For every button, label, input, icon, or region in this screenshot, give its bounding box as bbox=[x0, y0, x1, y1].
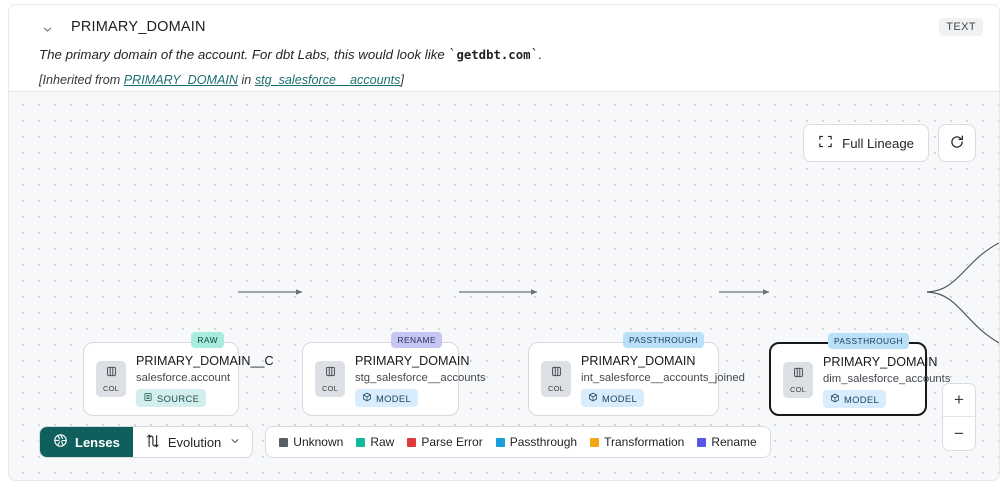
node-name: PRIMARY_DOMAIN__C bbox=[136, 354, 274, 368]
cube-icon bbox=[588, 392, 598, 404]
inherited-model-link[interactable]: stg_salesforce__accounts bbox=[254, 73, 401, 87]
legend-item: Unknown bbox=[279, 435, 343, 449]
node-name: PRIMARY_DOMAIN bbox=[581, 354, 696, 368]
node-subtitle: stg_salesforce__accounts bbox=[355, 372, 486, 384]
description-code: getdbt.com bbox=[456, 48, 531, 62]
chevron-down-icon bbox=[229, 435, 241, 450]
lineage-toolbar: Lenses Evolution bbox=[39, 426, 771, 458]
panel-header: PRIMARY_DOMAIN TEXT The primary domain o… bbox=[9, 5, 999, 92]
legend-swatch bbox=[495, 437, 505, 447]
legend-item: Raw bbox=[356, 435, 394, 449]
node-kind-badge: MODEL bbox=[823, 390, 887, 408]
node-name: PRIMARY_DOMAIN bbox=[355, 354, 470, 368]
legend-swatch bbox=[590, 437, 600, 447]
lineage-node[interactable]: RENAME COL PRIMARY_DOMAIN stg_salesforce… bbox=[302, 332, 486, 416]
node-subtitle: dim_salesforce_accounts bbox=[823, 373, 951, 385]
column-chip-label: COL bbox=[789, 385, 807, 394]
legend-label: Raw bbox=[370, 435, 395, 449]
legend-item: Passthrough bbox=[495, 435, 578, 449]
column-icon bbox=[792, 366, 805, 384]
column-chip: COL bbox=[96, 361, 126, 397]
lenses-button[interactable]: Lenses bbox=[40, 427, 133, 457]
backtick-open: ` bbox=[448, 48, 457, 63]
database-icon bbox=[143, 392, 153, 404]
column-chip: COL bbox=[783, 362, 813, 398]
evolution-label: Evolution bbox=[167, 434, 222, 450]
node-name: PRIMARY_DOMAIN bbox=[823, 355, 938, 369]
node-kind-badge: MODEL bbox=[581, 389, 645, 407]
lineage-legend: Unknown Raw Parse Error Passthrough Tran… bbox=[265, 426, 771, 458]
column-icon bbox=[324, 365, 337, 383]
legend-item: Parse Error bbox=[407, 435, 483, 449]
full-lineage-button[interactable]: Full Lineage bbox=[803, 124, 929, 162]
lens-evolution-segment: Lenses Evolution bbox=[39, 426, 254, 458]
node-kind-badge: MODEL bbox=[355, 389, 419, 407]
chevron-down-icon[interactable] bbox=[39, 21, 55, 37]
refresh-icon bbox=[949, 134, 965, 153]
legend-swatch bbox=[279, 437, 289, 447]
refresh-button[interactable] bbox=[938, 124, 976, 162]
lineage-canvas[interactable]: Full Lineage + − RAW COL PRIMARY_D bbox=[9, 92, 999, 480]
expand-corners-icon bbox=[818, 134, 833, 152]
aperture-icon bbox=[53, 433, 68, 451]
legend-label: Rename bbox=[711, 435, 757, 449]
description-suffix: . bbox=[538, 47, 543, 62]
node-tag-badge: RAW bbox=[191, 332, 224, 348]
inherited-middle: in bbox=[238, 73, 255, 87]
inherited-from-note: [Inherited from PRIMARY_DOMAIN in stg_sa… bbox=[39, 73, 404, 87]
header-divider bbox=[9, 91, 999, 92]
legend-label: Unknown bbox=[293, 435, 344, 449]
zoom-controls: + − bbox=[942, 383, 976, 451]
inherited-column-link[interactable]: PRIMARY_DOMAIN bbox=[123, 73, 238, 87]
column-chip-label: COL bbox=[102, 384, 120, 393]
lineage-node[interactable]: RAW COL PRIMARY_DOMAIN__C salesforce.acc… bbox=[83, 332, 274, 416]
lineage-node[interactable]: PASSTHROUGH COL PRIMARY_DOMAIN int_sales… bbox=[528, 332, 745, 416]
column-icon bbox=[105, 365, 118, 383]
column-chip: COL bbox=[315, 361, 345, 397]
node-subtitle: salesforce.account bbox=[136, 372, 231, 384]
inherited-prefix: [Inherited from bbox=[39, 73, 124, 87]
node-tag-badge: RENAME bbox=[391, 332, 442, 348]
column-detail-panel: PRIMARY_DOMAIN TEXT The primary domain o… bbox=[8, 4, 1000, 481]
evolution-icon bbox=[145, 433, 160, 452]
backtick-close: ` bbox=[530, 48, 539, 63]
node-kind-label: SOURCE bbox=[157, 392, 200, 404]
legend-item: Rename bbox=[697, 435, 757, 449]
legend-swatch bbox=[356, 437, 366, 447]
lineage-node[interactable]: PASSTHROUGH COL PRIMARY_DOMAIN dim_sales… bbox=[769, 333, 950, 416]
cube-icon bbox=[362, 392, 372, 404]
zoom-in-button[interactable]: + bbox=[943, 384, 975, 417]
full-lineage-label: Full Lineage bbox=[842, 135, 914, 151]
node-subtitle: int_salesforce__accounts_joined bbox=[581, 372, 745, 384]
zoom-out-button[interactable]: − bbox=[954, 423, 964, 443]
column-chip-label: COL bbox=[321, 384, 339, 393]
node-kind-label: MODEL bbox=[844, 393, 880, 405]
legend-swatch bbox=[407, 437, 417, 447]
description-prefix: The primary domain of the account. For d… bbox=[39, 47, 449, 62]
legend-item: Transformation bbox=[590, 435, 684, 449]
node-kind-badge: SOURCE bbox=[136, 389, 207, 407]
inherited-suffix: ] bbox=[400, 73, 404, 87]
node-kind-label: MODEL bbox=[376, 392, 412, 404]
legend-swatch bbox=[697, 437, 707, 447]
cube-icon bbox=[830, 393, 840, 405]
legend-label: Parse Error bbox=[421, 435, 483, 449]
column-chip-label: COL bbox=[547, 384, 565, 393]
column-icon bbox=[550, 365, 563, 383]
lenses-label: Lenses bbox=[75, 434, 120, 450]
node-kind-label: MODEL bbox=[602, 392, 638, 404]
type-badge: TEXT bbox=[939, 18, 983, 36]
evolution-dropdown[interactable]: Evolution bbox=[133, 427, 252, 457]
column-chip: COL bbox=[541, 361, 571, 397]
canvas-controls: Full Lineage bbox=[803, 124, 976, 162]
legend-label: Transformation bbox=[604, 435, 685, 449]
page-title: PRIMARY_DOMAIN bbox=[71, 19, 206, 35]
column-description: The primary domain of the account. For d… bbox=[39, 47, 542, 63]
node-tag-badge: PASSTHROUGH bbox=[827, 333, 909, 349]
node-tag-badge: PASSTHROUGH bbox=[622, 332, 704, 348]
legend-label: Passthrough bbox=[509, 435, 578, 449]
